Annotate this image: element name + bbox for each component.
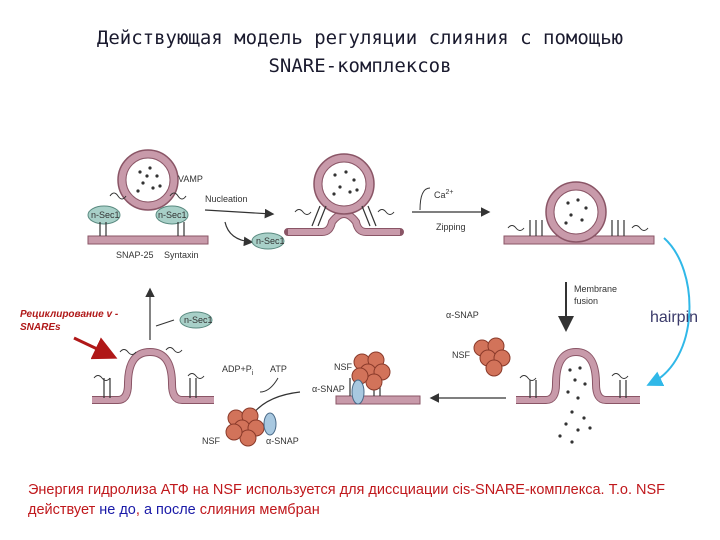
vamp-label: VAMP (178, 174, 203, 184)
caption-emphasis-before: не до (99, 502, 136, 518)
title-line-1: Действующая модель регуляции слияния с п… (96, 27, 624, 49)
title-line-2: SNARE-комплексов (268, 55, 452, 77)
caption-part-3: , (135, 502, 144, 518)
plasma-membrane (335, 395, 421, 405)
arrow-nucleation (204, 208, 275, 219)
alpha-snap-bound (351, 379, 365, 405)
membrane-fusion-label-1: Membrane (574, 284, 617, 294)
panel-recycling (92, 347, 214, 404)
nsf-label-bound: NSF (334, 362, 353, 372)
atp-curve (259, 377, 279, 393)
caption-emphasis-after: а после (143, 502, 196, 518)
nsec1-recycle (179, 311, 213, 329)
membrane-fusion-label-2: fusion (574, 296, 598, 306)
nsec1-left (87, 205, 121, 225)
panel-fusion (516, 347, 640, 444)
panel-nsf-binding: NSF α-SNAP (312, 351, 421, 405)
recycling-note: Рециклирование v -SNAREs (20, 309, 119, 333)
nsf-hexamer-bound (351, 351, 391, 391)
panel-docking: VAMP n-Sec1 n-Sec1 SNAP-25 Syntaxin (87, 149, 209, 260)
nsec1-released (251, 232, 285, 250)
nsf-label-free: NSF (452, 350, 471, 360)
hairpin-label: hairpin (650, 309, 698, 326)
caption-part-5: слияния мембран (195, 502, 320, 518)
nsf-hexamer-free (473, 337, 511, 377)
nucleation-label: Nucleation (205, 194, 248, 204)
calcium-arrow (419, 187, 431, 211)
hairpin-arrow (646, 237, 691, 386)
snap25-label: SNAP-25 (116, 250, 154, 260)
nsf-hexamer-released (225, 407, 265, 447)
alpha-snap-released (263, 412, 277, 436)
calcium-label: Ca2+ (434, 189, 454, 200)
syntaxin-label: Syntaxin (164, 250, 199, 260)
caption: Энергия гидролиза АТФ на NSF используетс… (28, 480, 708, 520)
caption-part-1: Энергия гидролиза АТФ на NSF используетс… (28, 482, 666, 518)
zipping-label: Zipping (436, 222, 466, 232)
alpha-snap-label-released: α-SNAP (266, 436, 299, 446)
nsec1-right (155, 205, 189, 225)
arrow-nsec1-release (224, 221, 254, 247)
plasma-membrane (87, 235, 209, 245)
alpha-snap-label-free: α-SNAP (446, 310, 479, 320)
alpha-snap-label-bound: α-SNAP (312, 384, 345, 394)
nsf-label-released: NSF (202, 436, 221, 446)
nsec1-released-label: n-Sec1 (256, 236, 285, 246)
nsec1-label-right: n-Sec1 (158, 210, 187, 220)
nsec1-label-recycle: n-Sec1 (184, 315, 213, 325)
atp-label: ATP (270, 364, 287, 374)
page-title: Действующая модель регуляции слияния с п… (0, 24, 720, 80)
adp-label: ADP+Pi (222, 364, 254, 377)
nsec1-label-left: n-Sec1 (91, 210, 120, 220)
recycle-pointer-arrow (73, 336, 118, 360)
panel-nucleation (284, 153, 404, 236)
panel-zippering (503, 181, 655, 245)
